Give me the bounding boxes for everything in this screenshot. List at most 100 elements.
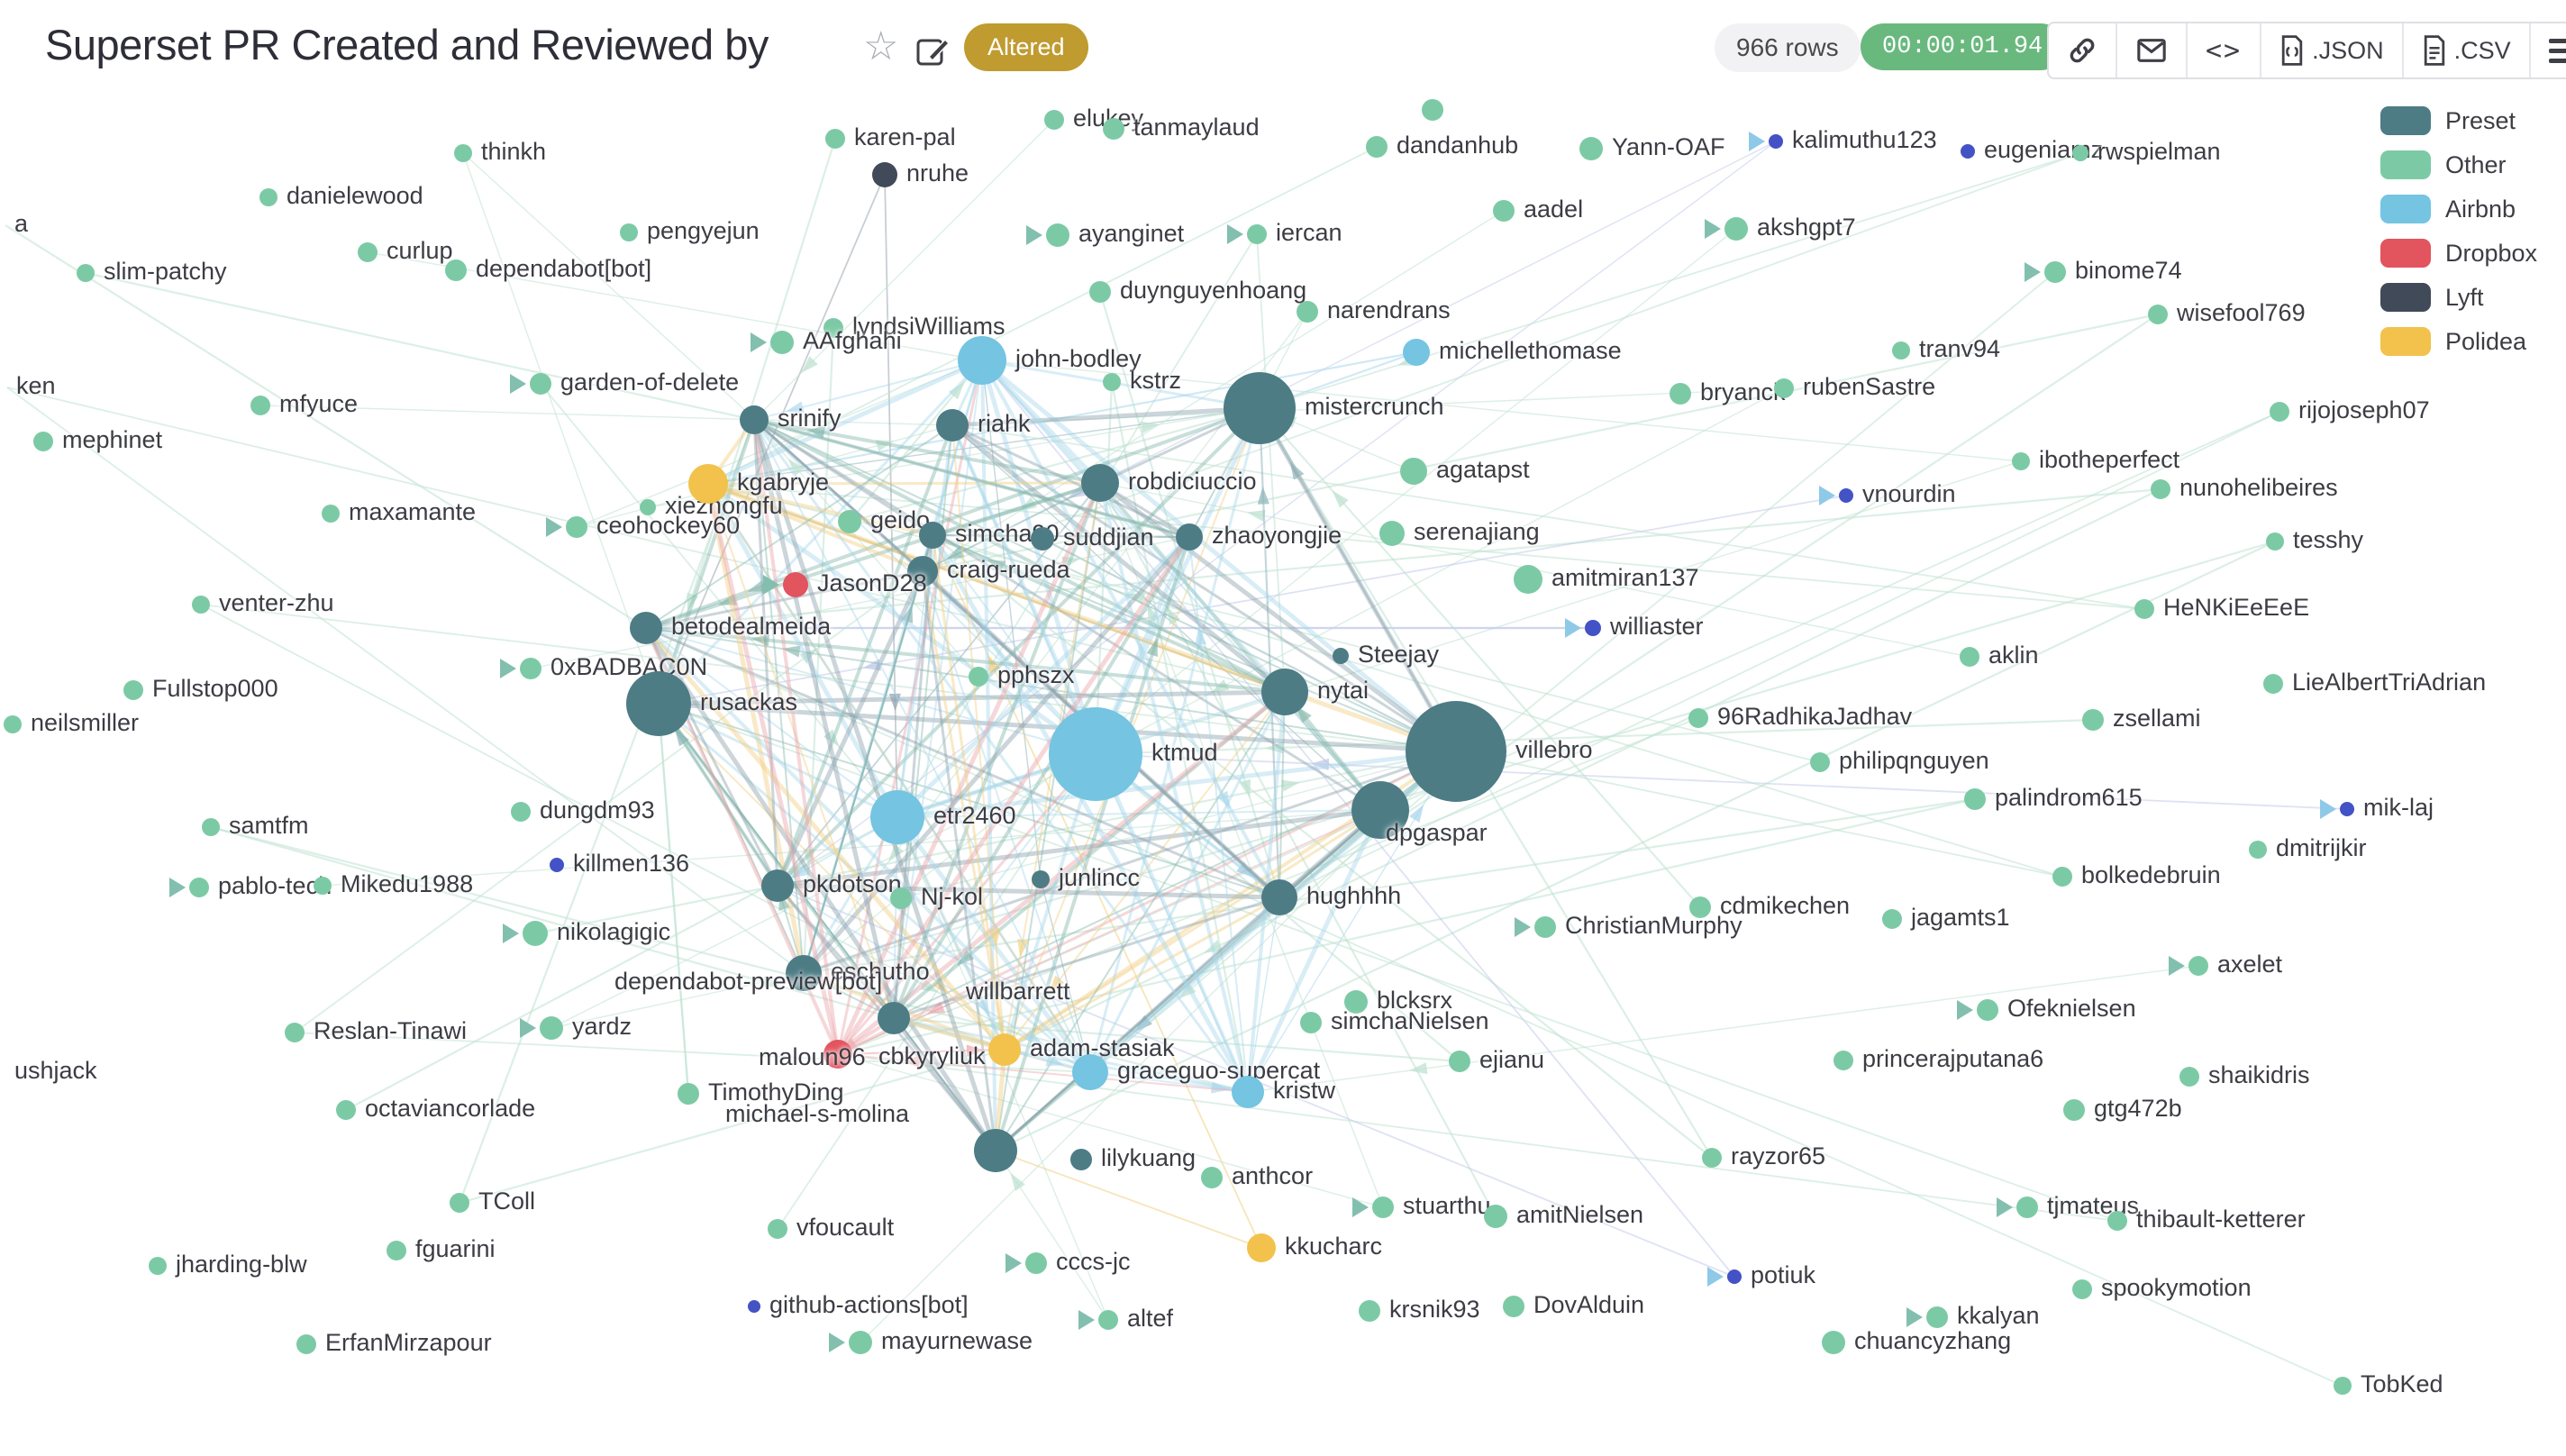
graph-node-nikolagigic[interactable] bbox=[523, 921, 548, 946]
graph-node-axelet[interactable] bbox=[2188, 956, 2208, 976]
graph-node-yardz[interactable] bbox=[540, 1016, 563, 1040]
altered-badge[interactable]: Altered bbox=[964, 23, 1088, 71]
graph-node-dependabot-preview[bot][interactable] bbox=[878, 1002, 910, 1034]
graph-node-dungdm93[interactable] bbox=[511, 802, 531, 822]
graph-node-slim-patchy[interactable] bbox=[77, 264, 95, 282]
graph-node-kstrz[interactable] bbox=[1103, 373, 1121, 391]
legend-item-lyft[interactable]: Lyft bbox=[2380, 283, 2537, 312]
graph-node-ErfanMirzapour[interactable] bbox=[296, 1334, 316, 1354]
graph-node-Nj-kol[interactable] bbox=[890, 887, 912, 909]
graph-node-xiezhongfu[interactable] bbox=[640, 499, 656, 515]
graph-node-junlincc[interactable] bbox=[1032, 870, 1050, 888]
graph-node-robdiciuccio[interactable] bbox=[1081, 464, 1119, 502]
graph-node-palindrom615[interactable] bbox=[1964, 788, 1986, 810]
graph-node-fguarini[interactable] bbox=[387, 1241, 406, 1260]
graph-node-mfyuce[interactable] bbox=[250, 396, 270, 415]
graph-node-craig-rueda[interactable] bbox=[907, 556, 938, 587]
graph-node-princerajputana6[interactable] bbox=[1834, 1051, 1853, 1070]
graph-node-krsnik93[interactable] bbox=[1359, 1300, 1380, 1322]
graph-node-hughhhh[interactable] bbox=[1261, 879, 1297, 915]
graph-node-vnourdin[interactable] bbox=[1839, 488, 1853, 503]
graph-node-pablo-tech[interactable] bbox=[189, 878, 209, 897]
graph-node-lilykuang[interactable] bbox=[1070, 1149, 1092, 1170]
graph-node-kgabryje[interactable] bbox=[688, 464, 728, 504]
graph-node-rijojoseph07[interactable] bbox=[2270, 402, 2289, 422]
graph-node-TobKed[interactable] bbox=[2334, 1377, 2352, 1395]
graph-node-akshgpt7[interactable] bbox=[1724, 217, 1748, 241]
graph-node-zsellami[interactable] bbox=[2082, 709, 2104, 731]
graph-node-anthcor[interactable] bbox=[1201, 1167, 1223, 1188]
graph-node-eugeniamz[interactable] bbox=[1961, 144, 1975, 159]
graph-node-cccs-jc[interactable] bbox=[1025, 1252, 1047, 1274]
graph-node-Steejay[interactable] bbox=[1333, 648, 1349, 664]
graph-node-agatapst[interactable] bbox=[1400, 458, 1427, 485]
graph-node-dependabot[bot][interactable] bbox=[445, 259, 467, 281]
graph-node-Reslan-Tinawi[interactable] bbox=[285, 1023, 305, 1042]
graph-node-spookymotion[interactable] bbox=[2072, 1279, 2092, 1299]
graph-node-villebro[interactable] bbox=[1406, 701, 1506, 802]
graph-node-ChristianMurphy[interactable] bbox=[1534, 916, 1556, 938]
graph-node-blcksrx[interactable] bbox=[1344, 990, 1368, 1014]
graph-node-eschutho[interactable] bbox=[786, 955, 822, 991]
legend-item-polidea[interactable]: Polidea bbox=[2380, 327, 2537, 356]
graph-node-graceguo-supercat[interactable] bbox=[1072, 1054, 1108, 1090]
graph-node-binome74[interactable] bbox=[2044, 261, 2066, 283]
graph-node-github-actions[bot][interactable] bbox=[748, 1300, 760, 1313]
graph-node-williaster[interactable] bbox=[1585, 620, 1601, 636]
graph-node-cdmikechen[interactable] bbox=[1689, 896, 1711, 918]
graph-node-michael-s-molina[interactable] bbox=[974, 1129, 1017, 1172]
graph-node-chuancyzhang[interactable] bbox=[1822, 1331, 1845, 1354]
graph-node-narendrans[interactable] bbox=[1297, 301, 1318, 323]
graph-node-simchaNielsen[interactable] bbox=[1300, 1012, 1322, 1033]
export-csv-button[interactable]: .CSV bbox=[2404, 23, 2531, 77]
graph-node-TimothyDing[interactable] bbox=[678, 1083, 699, 1105]
graph-node-geido[interactable] bbox=[838, 510, 861, 533]
graph-node-garden-of-delete[interactable] bbox=[530, 373, 551, 395]
graph-node-shaikidris[interactable] bbox=[2179, 1067, 2199, 1087]
legend-item-airbnb[interactable]: Airbnb bbox=[2380, 195, 2537, 223]
export-json-button[interactable]: .JSON bbox=[2261, 23, 2404, 77]
graph-node-curlup[interactable] bbox=[358, 242, 378, 262]
graph-node-kkucharc[interactable] bbox=[1247, 1233, 1276, 1262]
graph-node-nruhe[interactable] bbox=[872, 162, 897, 187]
edit-icon[interactable] bbox=[914, 32, 951, 68]
graph-node-AAfghahi[interactable] bbox=[770, 331, 794, 354]
graph-node-jharding-blw[interactable] bbox=[149, 1257, 167, 1275]
graph-node-96RadhikaJadhav[interactable] bbox=[1688, 708, 1708, 728]
graph-node-Mikedu1988[interactable] bbox=[314, 877, 332, 895]
graph-node-ejianu[interactable] bbox=[1449, 1051, 1470, 1072]
graph-node-jagamts1[interactable] bbox=[1882, 909, 1902, 929]
graph-node-potiuk[interactable] bbox=[1727, 1269, 1742, 1284]
graph-node-betodealmeida[interactable] bbox=[630, 612, 662, 644]
graph-node-rayzor65[interactable] bbox=[1702, 1148, 1722, 1168]
graph-node-neilsmiller[interactable] bbox=[4, 715, 22, 733]
graph-node-rubenSastre[interactable] bbox=[1774, 378, 1794, 398]
graph-node-ayanginet[interactable] bbox=[1046, 223, 1069, 247]
graph-node-ktmud[interactable] bbox=[1049, 707, 1142, 801]
graph-node-tjmateus[interactable] bbox=[2016, 1197, 2038, 1218]
graph-node-elukey[interactable] bbox=[1044, 110, 1064, 130]
graph-node-killmen136[interactable] bbox=[550, 858, 564, 872]
graph-node-octaviancorlade[interactable] bbox=[336, 1100, 356, 1120]
graph-node-nunohelibeires[interactable] bbox=[2151, 479, 2170, 499]
graph-node-mephinet[interactable] bbox=[33, 432, 53, 451]
graph-node-dandanhub[interactable] bbox=[1366, 136, 1388, 158]
graph-node-DovAlduin[interactable] bbox=[1503, 1296, 1524, 1317]
graph-node-LieAlbertTriAdrian[interactable] bbox=[2263, 674, 2283, 694]
graph-node-mayurnewase[interactable] bbox=[849, 1331, 872, 1354]
graph-node-zhaoyongjie[interactable] bbox=[1176, 523, 1203, 551]
graph-node-tranv94[interactable] bbox=[1892, 341, 1910, 359]
graph-node-rusackas[interactable] bbox=[626, 671, 691, 736]
graph-node-srinify[interactable] bbox=[740, 405, 769, 434]
graph-node-tanmaylaud[interactable] bbox=[1103, 118, 1124, 140]
graph-node-riahk[interactable] bbox=[936, 409, 969, 441]
graph-node-JasonD28[interactable] bbox=[783, 572, 808, 597]
graph-node-rwspielman[interactable] bbox=[2072, 145, 2088, 161]
graph-node-amitmiran137[interactable] bbox=[1514, 565, 1542, 594]
favorite-star-icon[interactable]: ☆ bbox=[863, 24, 899, 68]
copy-link-button[interactable] bbox=[2049, 23, 2117, 77]
graph-node-serenajiang[interactable] bbox=[1379, 521, 1405, 546]
graph-node-pphszx[interactable] bbox=[969, 667, 988, 687]
graph-node-aadel[interactable] bbox=[1493, 200, 1515, 222]
graph-node-Ofeknielsen[interactable] bbox=[1977, 999, 1998, 1021]
